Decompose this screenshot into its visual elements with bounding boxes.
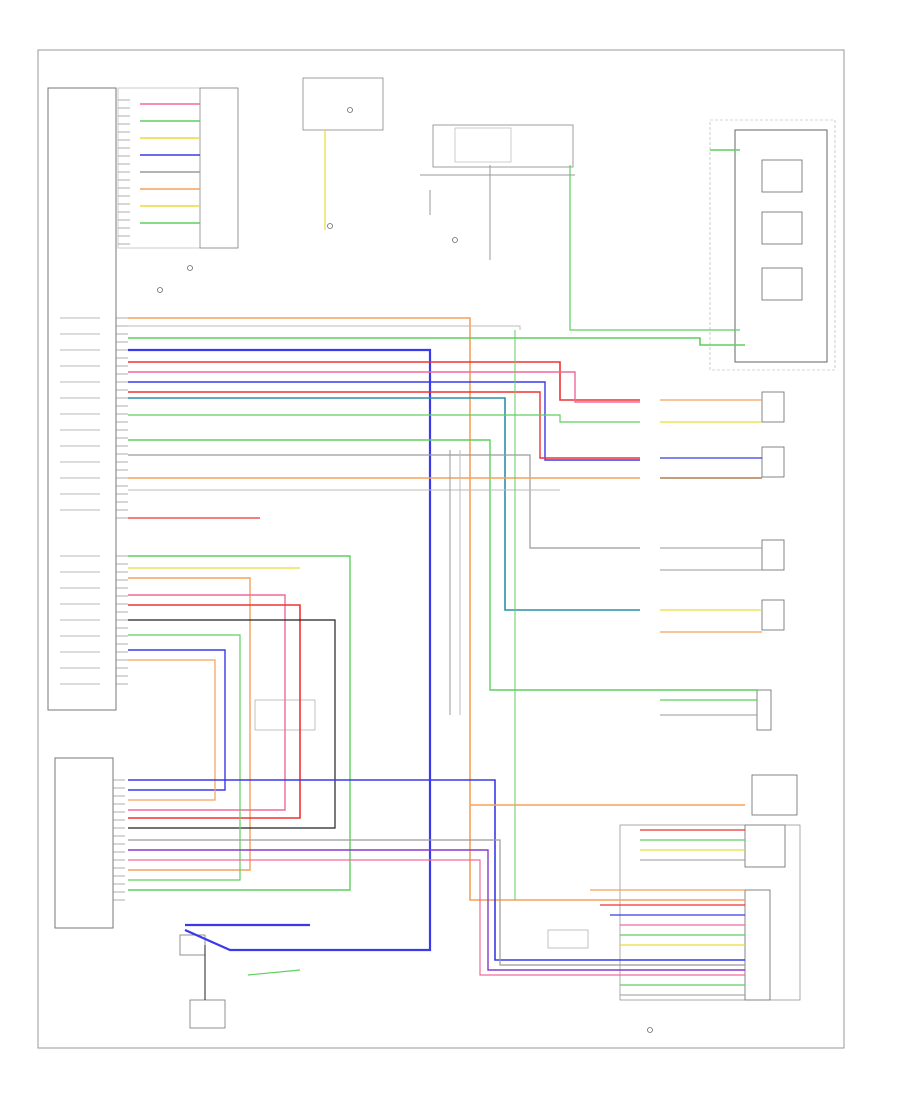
lower-splice: [547, 929, 589, 949]
right-connector-upper: [744, 824, 786, 868]
wire-gray-4: [128, 839, 745, 966]
diagram-border: [37, 49, 845, 1049]
wire-green-2: [128, 414, 640, 423]
wire-red-loop: [128, 604, 301, 819]
wire-teal-1: [128, 397, 640, 611]
upper-connector-block: [117, 87, 239, 249]
wire-red-1: [128, 361, 640, 401]
actuator-2: [761, 446, 785, 478]
wire-green-top: [569, 165, 740, 331]
wire-red-2: [128, 391, 640, 459]
relay-module: [734, 129, 828, 363]
main-control-unit: [47, 87, 117, 711]
right-lower-unit: [619, 824, 801, 1001]
wire-purple-1: [128, 849, 745, 971]
fuse-relay: [454, 127, 512, 163]
ground-symbol: [452, 237, 458, 243]
wire-blue-loop: [128, 649, 226, 791]
wire-orange-loop2: [128, 659, 216, 801]
wire-gray-2: [128, 454, 640, 549]
wire-pink-2: [128, 859, 745, 976]
lower-control-unit: [54, 757, 114, 929]
wire-blue-3: [128, 779, 745, 961]
actuator-1: [761, 391, 785, 423]
wire-green-3: [128, 439, 757, 691]
wire-green-loop: [128, 555, 351, 891]
right-module: [751, 774, 798, 816]
actuator-3: [761, 539, 785, 571]
actuator-4: [761, 599, 785, 631]
wire-gray-1: [128, 325, 521, 330]
relay-1: [761, 159, 803, 193]
wire-black-loop: [128, 619, 336, 829]
ground-symbol: [647, 1027, 653, 1033]
junction-connector: [756, 689, 772, 731]
fuse-box-left: [302, 77, 384, 131]
wire-pink-1: [128, 371, 640, 403]
wire-orange-1: [128, 317, 745, 901]
ground-symbol: [187, 265, 193, 271]
wire-green-bottom: [247, 969, 301, 976]
bottom-switch: [189, 999, 226, 1029]
wire-group: [128, 103, 762, 1000]
relay-2: [761, 211, 803, 245]
fuse-box-center: [432, 124, 574, 168]
wire-blue-main: [128, 348, 432, 952]
relay-3: [761, 267, 803, 301]
wire-blue-2: [128, 381, 640, 461]
wire-pink-loop: [128, 594, 286, 811]
ground-symbol: [347, 107, 353, 113]
wire-green-1: [128, 337, 745, 346]
upper-connector-plug: [199, 87, 239, 249]
label-group: [60, 99, 653, 1033]
wire-green-loop2: [128, 634, 241, 881]
ground-symbol: [327, 223, 333, 229]
right-connector-lower: [744, 889, 771, 1001]
relay-module-outline: [709, 119, 836, 371]
wire-orange-loop: [128, 577, 251, 871]
ground-symbol: [157, 287, 163, 293]
